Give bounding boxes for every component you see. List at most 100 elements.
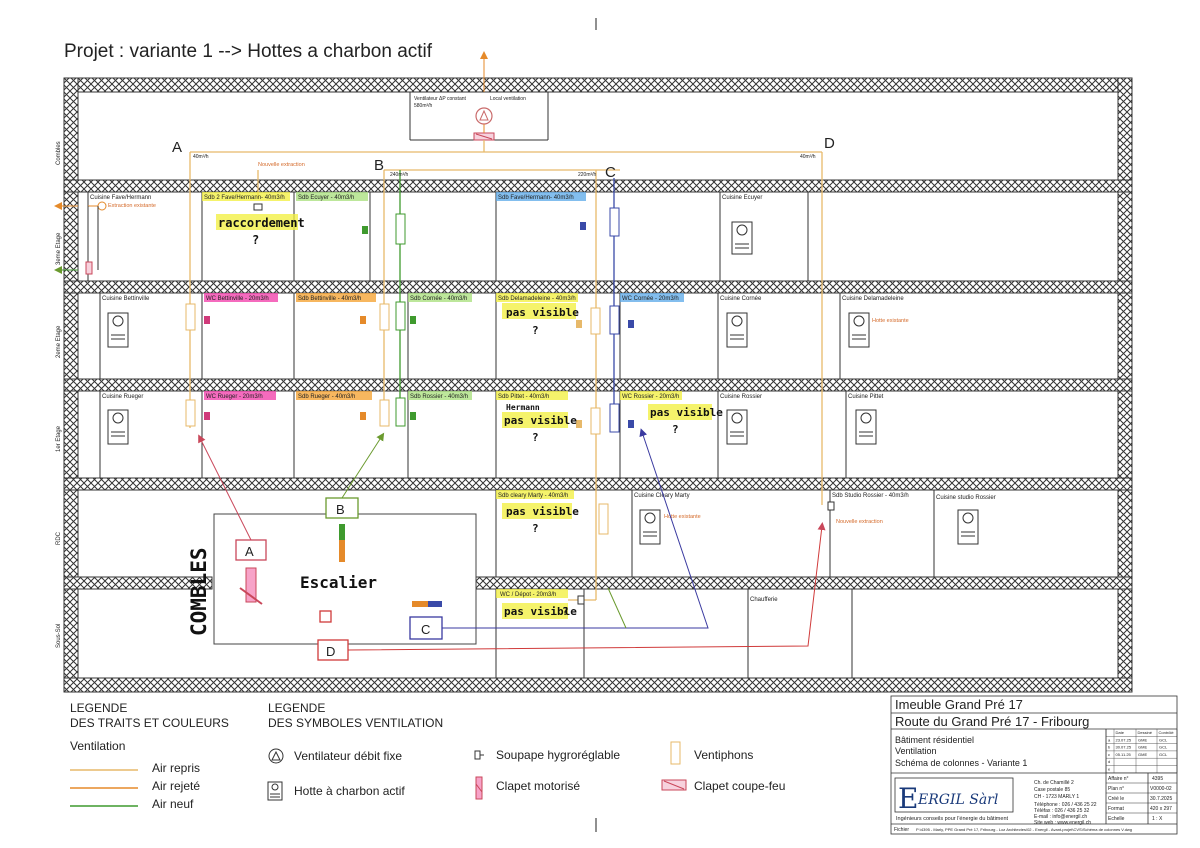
company-name: ERGIL Sàrl (917, 792, 998, 808)
room-label: Cuisine Fave/Hermann (90, 195, 151, 201)
legend-item-ventiphon: Ventiphons (694, 748, 753, 762)
marker-d-label: D (326, 644, 335, 659)
room-label: Sdb Delamadeleine - 40m3/h (498, 296, 576, 302)
fan-flow: 580m³/h (414, 103, 433, 109)
note-question: ? (562, 605, 569, 618)
legend-symbols-subtitle: DES SYMBOLES VENTILATION (268, 716, 443, 730)
company-fax: Téléfax : 026 / 436 25 32 (1034, 808, 1090, 814)
legend-item-air-neuf: Air neuf (152, 797, 194, 811)
room-label: Sdb Cornée - 40m3/h (410, 296, 467, 302)
company-logo-letter: E (898, 782, 918, 815)
legend-item-fan: Ventilateur débit fixe (294, 749, 402, 763)
hood-icons (107, 221, 979, 545)
ventiphon (395, 397, 406, 427)
combles-sketch: COMBLES Escalier A B C D (187, 497, 477, 661)
legend-item-fire-damper: Clapet coupe-feu (694, 779, 785, 793)
duct-air-repris (189, 140, 823, 601)
room-label: Sdb cleary Marty - 40m3/h (498, 493, 568, 499)
ventiphon (379, 303, 390, 331)
room-label: Sdb Rossier - 40m3/h (410, 394, 468, 400)
desc-line-3: Schéma de colonnes - Variante 1 (895, 758, 1027, 768)
hood-icon (726, 312, 748, 348)
company-logo (894, 777, 1014, 813)
company-block: E ERGIL Sàrl Ingénieurs conseils pour l'… (894, 777, 1097, 826)
valves (204, 203, 835, 605)
project-info (1106, 782, 1177, 814)
ventiphon (609, 207, 620, 237)
room-label: Cuisine Cornée (720, 296, 762, 302)
building-structure (63, 77, 1133, 693)
echelle-value: 1 : X (1152, 816, 1163, 822)
column-flow-b: 240m³/h (390, 172, 409, 178)
legend-item-air-repris: Air repris (152, 761, 200, 775)
ventiphon (609, 305, 620, 335)
room-label: Cuisine Rueger (102, 394, 143, 400)
floor-label-combles: Combles (56, 141, 62, 165)
revision-drawn: GME (1138, 737, 1147, 742)
fan-label: Ventilateur ΔP constant (414, 96, 467, 102)
legend-symbols: LEGENDE DES SYMBOLES VENTILATION Ventila… (267, 701, 785, 801)
room-label: Cuisine Cleary Marty (634, 493, 690, 499)
ventiphon (379, 399, 390, 427)
hood-icon (848, 312, 870, 348)
revision-index: c (1108, 752, 1110, 757)
ventiphon (185, 399, 196, 427)
room-label: WC Bettinville - 20m3/h (206, 296, 269, 302)
hood-icon (855, 409, 877, 445)
note-question: ? (252, 233, 259, 247)
company-phone: Téléphone : 026 / 436 25 22 (1034, 802, 1097, 808)
revision-index: b (1108, 745, 1111, 750)
revision-header: Date (1116, 730, 1125, 735)
revision-checked: GCL (1159, 737, 1168, 742)
legend-symbols-title: LEGENDE (268, 701, 325, 715)
hood-icon (731, 221, 753, 255)
ventiphon (590, 407, 601, 435)
revision-drawn: GME (1138, 752, 1147, 757)
slab-ss-right (475, 576, 1133, 590)
hood-icon (107, 312, 129, 348)
room-label: Cuisine Ecuyer (722, 195, 762, 201)
legend-item-air-rejete: Air rejeté (152, 779, 200, 793)
ventiphon (598, 503, 609, 535)
room-label: Sdb Ecuyer - 40m3/h (298, 195, 354, 201)
ventiphons (185, 207, 620, 535)
escalier-label: Escalier (300, 573, 377, 592)
slab-0 (63, 477, 1133, 491)
existing-extraction (54, 201, 107, 275)
room-label: Chaufferie (750, 597, 778, 603)
room-note: Hotte existante (872, 318, 909, 324)
revision-header: Contrôlé (1159, 730, 1175, 735)
revision-header: Dessiné (1138, 730, 1153, 735)
room-label: Cuisine studio Rossier (936, 495, 996, 501)
room-label: WC Cornée - 20m3/h (622, 296, 679, 302)
company-address-1: Ch. de Chamillé 2 (1034, 780, 1074, 786)
room-note: Nouvelle extraction (836, 519, 883, 525)
fan-icon (97, 201, 107, 211)
ventiphon (185, 303, 196, 331)
plan-value: V0000-02 (1150, 786, 1172, 792)
ventiphon (609, 403, 620, 433)
column-labels: A 40m³/h B 240m³/h C 220m³/h D 40m³/h No… (172, 135, 835, 181)
ventilation-room: Ventilateur ΔP constant 580m³/h Local ve… (409, 51, 549, 141)
revision-date: 05.11.25 (1116, 752, 1132, 757)
building-name: Imeuble Grand Pré 17 (895, 697, 1023, 712)
legend-lines-subtitle: DES TRAITS ET COULEURS (70, 716, 229, 730)
foundation-slab (63, 677, 1133, 693)
column-letter-b: B (374, 157, 384, 174)
marker-c-label: C (421, 622, 430, 637)
room-note: Extraction existante (108, 203, 156, 209)
revision-checked: GCL (1159, 752, 1168, 757)
highlights (202, 192, 712, 619)
room-label: Cuisine Bettinville (102, 296, 150, 302)
format-value: 420 x 297 (1150, 806, 1172, 812)
room-label: WC Rueger - 20m3/h (206, 394, 263, 400)
affaire-label: Affaire n° (1108, 776, 1129, 782)
ventiphon-icon (670, 741, 681, 765)
room-label: Sdb Bettinville - 40m3/h (298, 296, 361, 302)
revision-index: d (1108, 759, 1110, 764)
hood-icon (107, 409, 129, 445)
new-extraction-roof: Nouvelle extraction (258, 162, 305, 168)
column-letter-d: D (824, 135, 835, 152)
legend-lines-title: LEGENDE (70, 701, 127, 715)
